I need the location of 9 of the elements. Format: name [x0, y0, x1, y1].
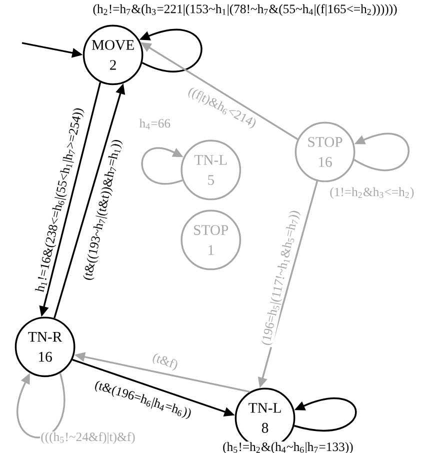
edge-label: (1!=h$_{2}$&h$_{3}$<=h$_{2}$): [329, 186, 415, 200]
edge-label: (t&f): [150, 351, 180, 373]
edge-label: (((h$_{5}$!~24&f)|t)&f): [40, 431, 136, 444]
edge-label: (196=h$_{5}$|(117!~h$_{1}$&h$_{5}$=h$_{7}$)): [260, 208, 302, 348]
arrow: [16, 372, 65, 438]
edge-label: h$_{4}$=66: [138, 118, 172, 130]
arrow: [354, 133, 410, 171]
edge-label: (h$_{2}$!=h$_{7}$&(h$_{3}$=221|(153~h$_{1}$|(78!~h$_{7}$&(55~h$_{4}$|(f|165<=h$_{2}$)))))): [92, 4, 398, 16]
arrow: [294, 398, 357, 432]
